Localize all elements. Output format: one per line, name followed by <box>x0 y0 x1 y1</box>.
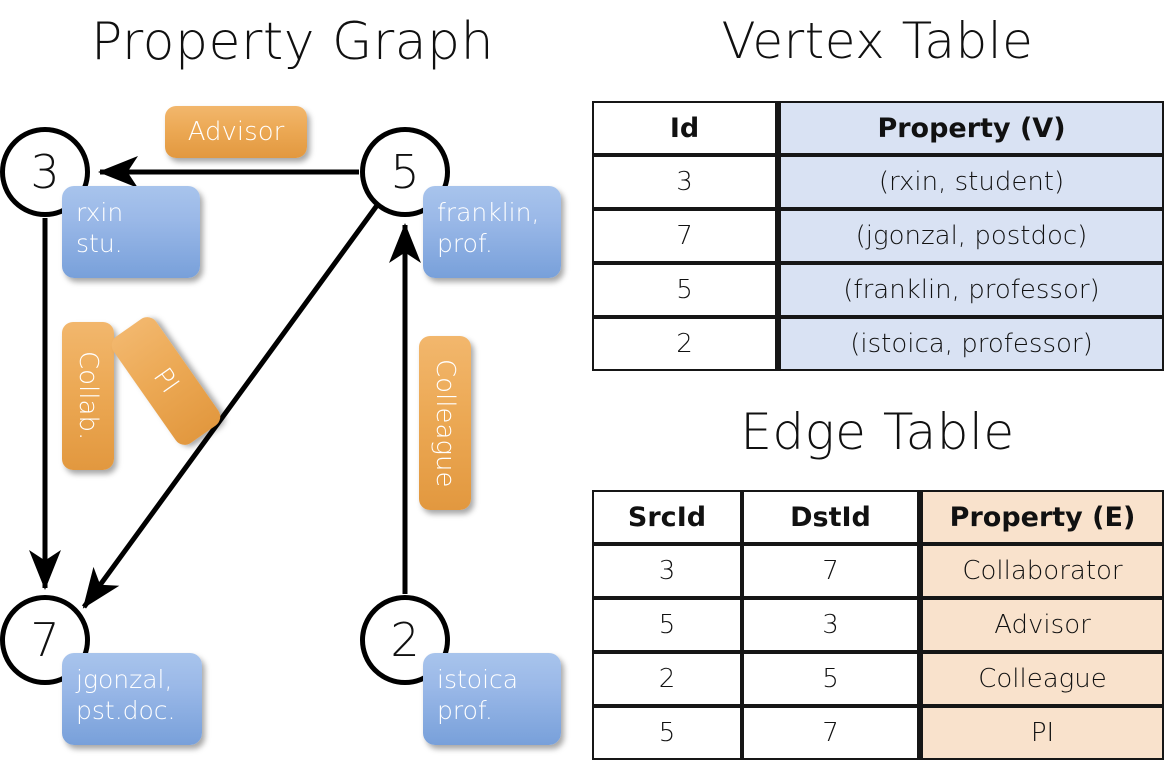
page-title-edge-table: Edge Table <box>740 403 1015 461</box>
edge-label-advisor-text: Advisor <box>187 117 285 147</box>
vertex-property-box-3-line1: rxin <box>76 198 124 227</box>
table-row: 5 7 PI <box>592 706 1164 760</box>
edge-cell-property: Advisor <box>920 598 1164 652</box>
table-row: 2 5 Colleague <box>592 652 1164 706</box>
vertex-property-box-5-line2: prof. <box>437 228 493 258</box>
edge-label-collab: Collab. <box>62 322 114 470</box>
vertex-property-box-7: jgonzal, pst.doc. <box>62 653 202 745</box>
graph-node-2-label: 2 <box>390 613 420 667</box>
edge-cell-dstid: 7 <box>742 706 920 760</box>
table-row: 7 (jgonzal, postdoc) <box>592 209 1164 263</box>
graph-node-3-label: 3 <box>30 145 60 199</box>
edge-cell-srcid: 3 <box>592 544 742 598</box>
graph-node-5-label: 5 <box>390 145 420 199</box>
table-row: 3 7 Collaborator <box>592 544 1164 598</box>
property-graph-diagram: 3 5 7 2 rxin stu. franklin, prof. jgonza… <box>0 106 561 745</box>
page-title-property-graph: Property Graph <box>90 12 495 72</box>
edge-cell-srcid: 5 <box>592 598 742 652</box>
vertex-table-header-property: Property (V) <box>778 101 1164 155</box>
edge-cell-dstid: 7 <box>742 544 920 598</box>
edge-cell-property: PI <box>920 706 1164 760</box>
vertex-table-header-id: Id <box>592 101 778 155</box>
edge-table-header-property: Property (E) <box>920 490 1164 544</box>
graph-node-7-label: 7 <box>30 613 60 667</box>
table-row: 3 (rxin, student) <box>592 155 1164 209</box>
edge-cell-property: Colleague <box>920 652 1164 706</box>
edge-line-pi <box>81 202 381 609</box>
table-row: 2 (istoica, professor) <box>592 317 1164 371</box>
edge-label-colleague-text: Colleague <box>430 358 460 488</box>
graph-edge-lines <box>29 156 421 609</box>
edge-table-header-row: SrcId DstId Property (E) <box>592 490 1164 544</box>
edge-cell-property: Collaborator <box>920 544 1164 598</box>
vertex-property-box-3: rxin stu. <box>62 186 200 278</box>
page-title-vertex-table: Vertex Table <box>721 12 1034 70</box>
table-row: 5 (franklin, professor) <box>592 263 1164 317</box>
vertex-property-box-5: franklin, prof. <box>423 186 561 278</box>
edge-cell-dstid: 5 <box>742 652 920 706</box>
vertex-property-box-5-line1: franklin, <box>437 198 540 227</box>
edge-cell-dstid: 3 <box>742 598 920 652</box>
edge-label-pi-text: PI <box>147 362 185 400</box>
vertex-property-box-2: istoica prof. <box>423 653 561 745</box>
vertex-cell-property: (franklin, professor) <box>778 263 1164 317</box>
vertex-cell-id: 7 <box>592 209 778 263</box>
edge-label-advisor: Advisor <box>165 106 307 158</box>
edge-table-header-dstid: DstId <box>742 490 920 544</box>
vertex-cell-id: 5 <box>592 263 778 317</box>
vertex-property-box-7-line2: pst.doc. <box>76 695 176 725</box>
edge-table: SrcId DstId Property (E) 3 7 Collaborato… <box>592 490 1164 760</box>
vertex-table: Id Property (V) 3 (rxin, student) 7 (jgo… <box>592 101 1164 371</box>
edge-label-colleague: Colleague <box>419 336 471 510</box>
vertex-cell-property: (jgonzal, postdoc) <box>778 209 1164 263</box>
edge-cell-srcid: 5 <box>592 706 742 760</box>
vertex-property-box-2-line2: prof. <box>437 695 493 725</box>
table-row: 5 3 Advisor <box>592 598 1164 652</box>
vertex-table-header-row: Id Property (V) <box>592 101 1164 155</box>
vertex-cell-id: 3 <box>592 155 778 209</box>
edge-cell-srcid: 2 <box>592 652 742 706</box>
vertex-cell-property: (rxin, student) <box>778 155 1164 209</box>
vertex-property-box-7-line1: jgonzal, <box>76 665 173 694</box>
vertex-cell-id: 2 <box>592 317 778 371</box>
graph-node-5[interactable]: 5 <box>360 127 450 217</box>
edge-label-collab-text: Collab. <box>73 351 103 441</box>
vertex-cell-property: (istoica, professor) <box>778 317 1164 371</box>
edge-table-header-srcid: SrcId <box>592 490 742 544</box>
graph-node-2[interactable]: 2 <box>360 595 450 685</box>
vertex-property-box-3-line2: stu. <box>76 228 123 258</box>
vertex-property-box-2-line1: istoica <box>437 665 519 694</box>
